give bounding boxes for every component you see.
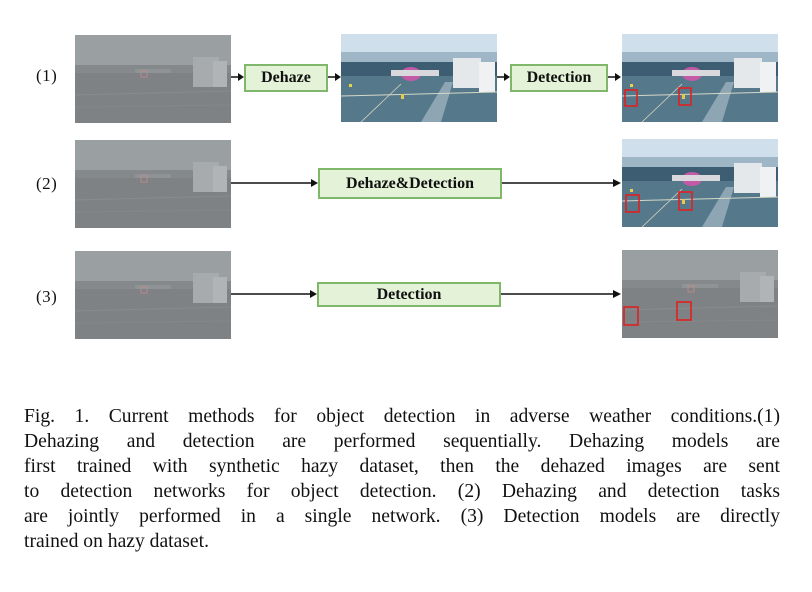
detection-box-row1: Detection — [510, 64, 608, 92]
caption-line: are jointly performed in a single networ… — [24, 506, 780, 527]
row-label-3: (3) — [36, 287, 58, 306]
arrow-2b — [502, 179, 621, 187]
arrow-1c — [497, 73, 510, 81]
hazy-input-image-1 — [75, 35, 231, 123]
detection-result-image-3 — [622, 250, 778, 338]
dehaze-detection-box: Dehaze&Detection — [318, 168, 502, 199]
detection-box-row3: Detection — [317, 282, 501, 307]
figure-caption: Fig. 1. Current methods for object detec… — [24, 404, 780, 554]
detection-result-image-1 — [622, 34, 778, 122]
hazy-input-image-2 — [75, 140, 231, 228]
caption-line: Fig. 1. Current methods for object detec… — [24, 406, 780, 427]
caption-line: first trained with synthetic hazy datase… — [24, 456, 780, 477]
dehazed-image-1 — [341, 34, 497, 122]
arrow-1b — [328, 73, 341, 81]
arrow-3a — [231, 290, 317, 298]
caption-line: to detection networks for object detecti… — [24, 481, 780, 502]
arrow-1d — [608, 73, 621, 81]
arrow-1a — [231, 73, 244, 81]
caption-line: Dehazing and detection are performed seq… — [24, 431, 780, 452]
arrow-3b — [501, 290, 621, 298]
detection-result-image-2 — [622, 139, 778, 227]
dehaze-box: Dehaze — [244, 64, 328, 92]
row-label-2: (2) — [36, 174, 58, 193]
arrow-2a — [231, 179, 318, 187]
caption-line: trained on hazy dataset. — [24, 531, 209, 552]
hazy-input-image-3 — [75, 251, 231, 339]
row-label-1: (1) — [36, 66, 58, 85]
